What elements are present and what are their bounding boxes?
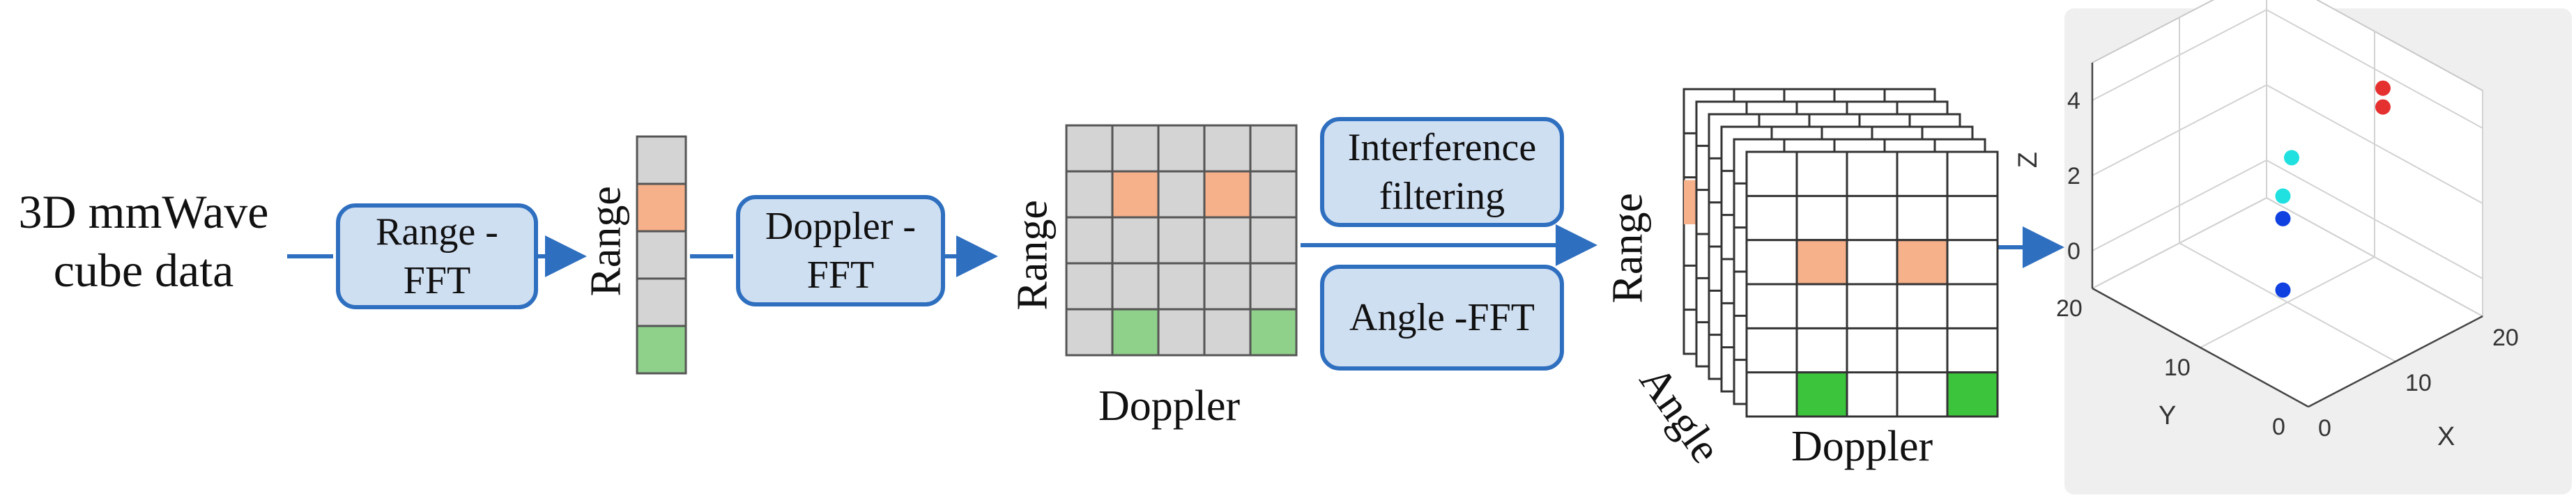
range-doppler-cell	[1157, 216, 1206, 265]
range-doppler-cell	[1111, 308, 1160, 357]
range-doppler-cell	[1111, 170, 1160, 219]
cube-green-cell	[1795, 371, 1848, 418]
range-doppler-cell	[1157, 308, 1206, 357]
range-doppler-cell	[1249, 308, 1298, 357]
scatter-point	[2375, 99, 2391, 115]
range-doppler-cell	[1111, 124, 1160, 173]
range-doppler-cell	[1249, 216, 1298, 265]
range-doppler-cell	[1065, 262, 1114, 311]
range-doppler-map-ylabel: Range	[1009, 200, 1057, 311]
cube-xlabel: Doppler	[1791, 423, 1933, 470]
scatter-point	[2275, 188, 2291, 204]
scatter-point	[2275, 282, 2291, 298]
cube-green-cell	[1946, 371, 1999, 418]
y-tick-label: 10	[2164, 355, 2191, 381]
cube-ylabel: Range	[1604, 193, 1652, 304]
z-axis-label: Z	[2014, 152, 2043, 168]
scatter-point	[2375, 80, 2391, 96]
range-doppler-cell	[1203, 216, 1252, 265]
doppler-fft-block: Doppler - FFT	[736, 195, 945, 306]
scatter-plot: 0 10 20 0 10 20 0 2 4X Y Z	[2014, 0, 2572, 495]
range-vector-cell	[636, 277, 687, 327]
range-doppler-cell	[1111, 216, 1160, 265]
x-axis-label: X	[2437, 422, 2455, 451]
range-doppler-cell	[1157, 170, 1206, 219]
doppler-fft-line2: FFT	[806, 254, 875, 297]
range-doppler-cell	[1249, 170, 1298, 219]
interference-filtering-block: Interference filtering	[1320, 117, 1564, 227]
range-doppler-cell	[1249, 262, 1298, 311]
z-tick-label: 2	[2067, 163, 2080, 189]
input-label-line1: 3D mmWave	[18, 185, 269, 238]
interference-line1: Interference	[1347, 126, 1537, 169]
range-fft-block: Range - FFT	[336, 203, 538, 309]
range-vector-cell	[636, 182, 687, 233]
angle-fft-label: Angle -FFT	[1349, 296, 1535, 339]
range-vector	[636, 135, 687, 375]
range-vector-label: Range	[582, 186, 630, 297]
range-doppler-cell	[1203, 262, 1252, 311]
range-vector-cell	[636, 325, 687, 375]
x-axis	[2308, 315, 2483, 408]
range-doppler-map-xlabel: Doppler	[1098, 382, 1241, 430]
y-axis-label: Y	[2159, 401, 2176, 430]
range-doppler-cell	[1203, 308, 1252, 357]
range-doppler-grid	[1065, 124, 1298, 357]
scatter-point	[2275, 210, 2291, 226]
doppler-fft-line1: Doppler -	[765, 205, 917, 248]
range-doppler-cell	[1203, 170, 1252, 219]
interference-line2: filtering	[1379, 175, 1505, 218]
angle-fft-block: Angle -FFT	[1320, 265, 1564, 371]
range-doppler-cell	[1157, 262, 1206, 311]
range-doppler-cell	[1065, 216, 1114, 265]
cube-layer	[1745, 150, 1999, 418]
x-tick-label: 10	[2405, 370, 2432, 396]
range-doppler-cell	[1203, 124, 1252, 173]
range-vector-cell	[636, 135, 687, 185]
scatter-point	[2284, 150, 2299, 166]
y-axis	[2092, 287, 2309, 408]
range-fft-line1: Range -	[376, 210, 498, 254]
range-fft-line2: FFT	[403, 259, 471, 302]
y-tick-label: 20	[2056, 295, 2083, 322]
z-tick-label: 4	[2067, 88, 2080, 114]
range-doppler-cell	[1157, 124, 1206, 173]
range-doppler-cell	[1065, 308, 1114, 357]
range-doppler-cell	[1111, 262, 1160, 311]
range-doppler-cell	[1065, 124, 1114, 173]
input-label-line2: cube data	[53, 244, 234, 297]
x-tick-label: 0	[2318, 415, 2331, 442]
range-vector-cell	[636, 230, 687, 280]
range-doppler-angle-cube	[1682, 88, 1999, 418]
cube-orange-cell	[1896, 239, 1949, 286]
cube-orange-cell	[1795, 239, 1848, 286]
y-tick-label: 0	[2272, 414, 2285, 440]
x-tick-label: 20	[2492, 325, 2519, 351]
input-label: 3D mmWave cube data	[4, 182, 283, 299]
range-doppler-cell	[1065, 170, 1114, 219]
z-tick-label: 0	[2067, 238, 2080, 265]
range-doppler-cell	[1249, 124, 1298, 173]
